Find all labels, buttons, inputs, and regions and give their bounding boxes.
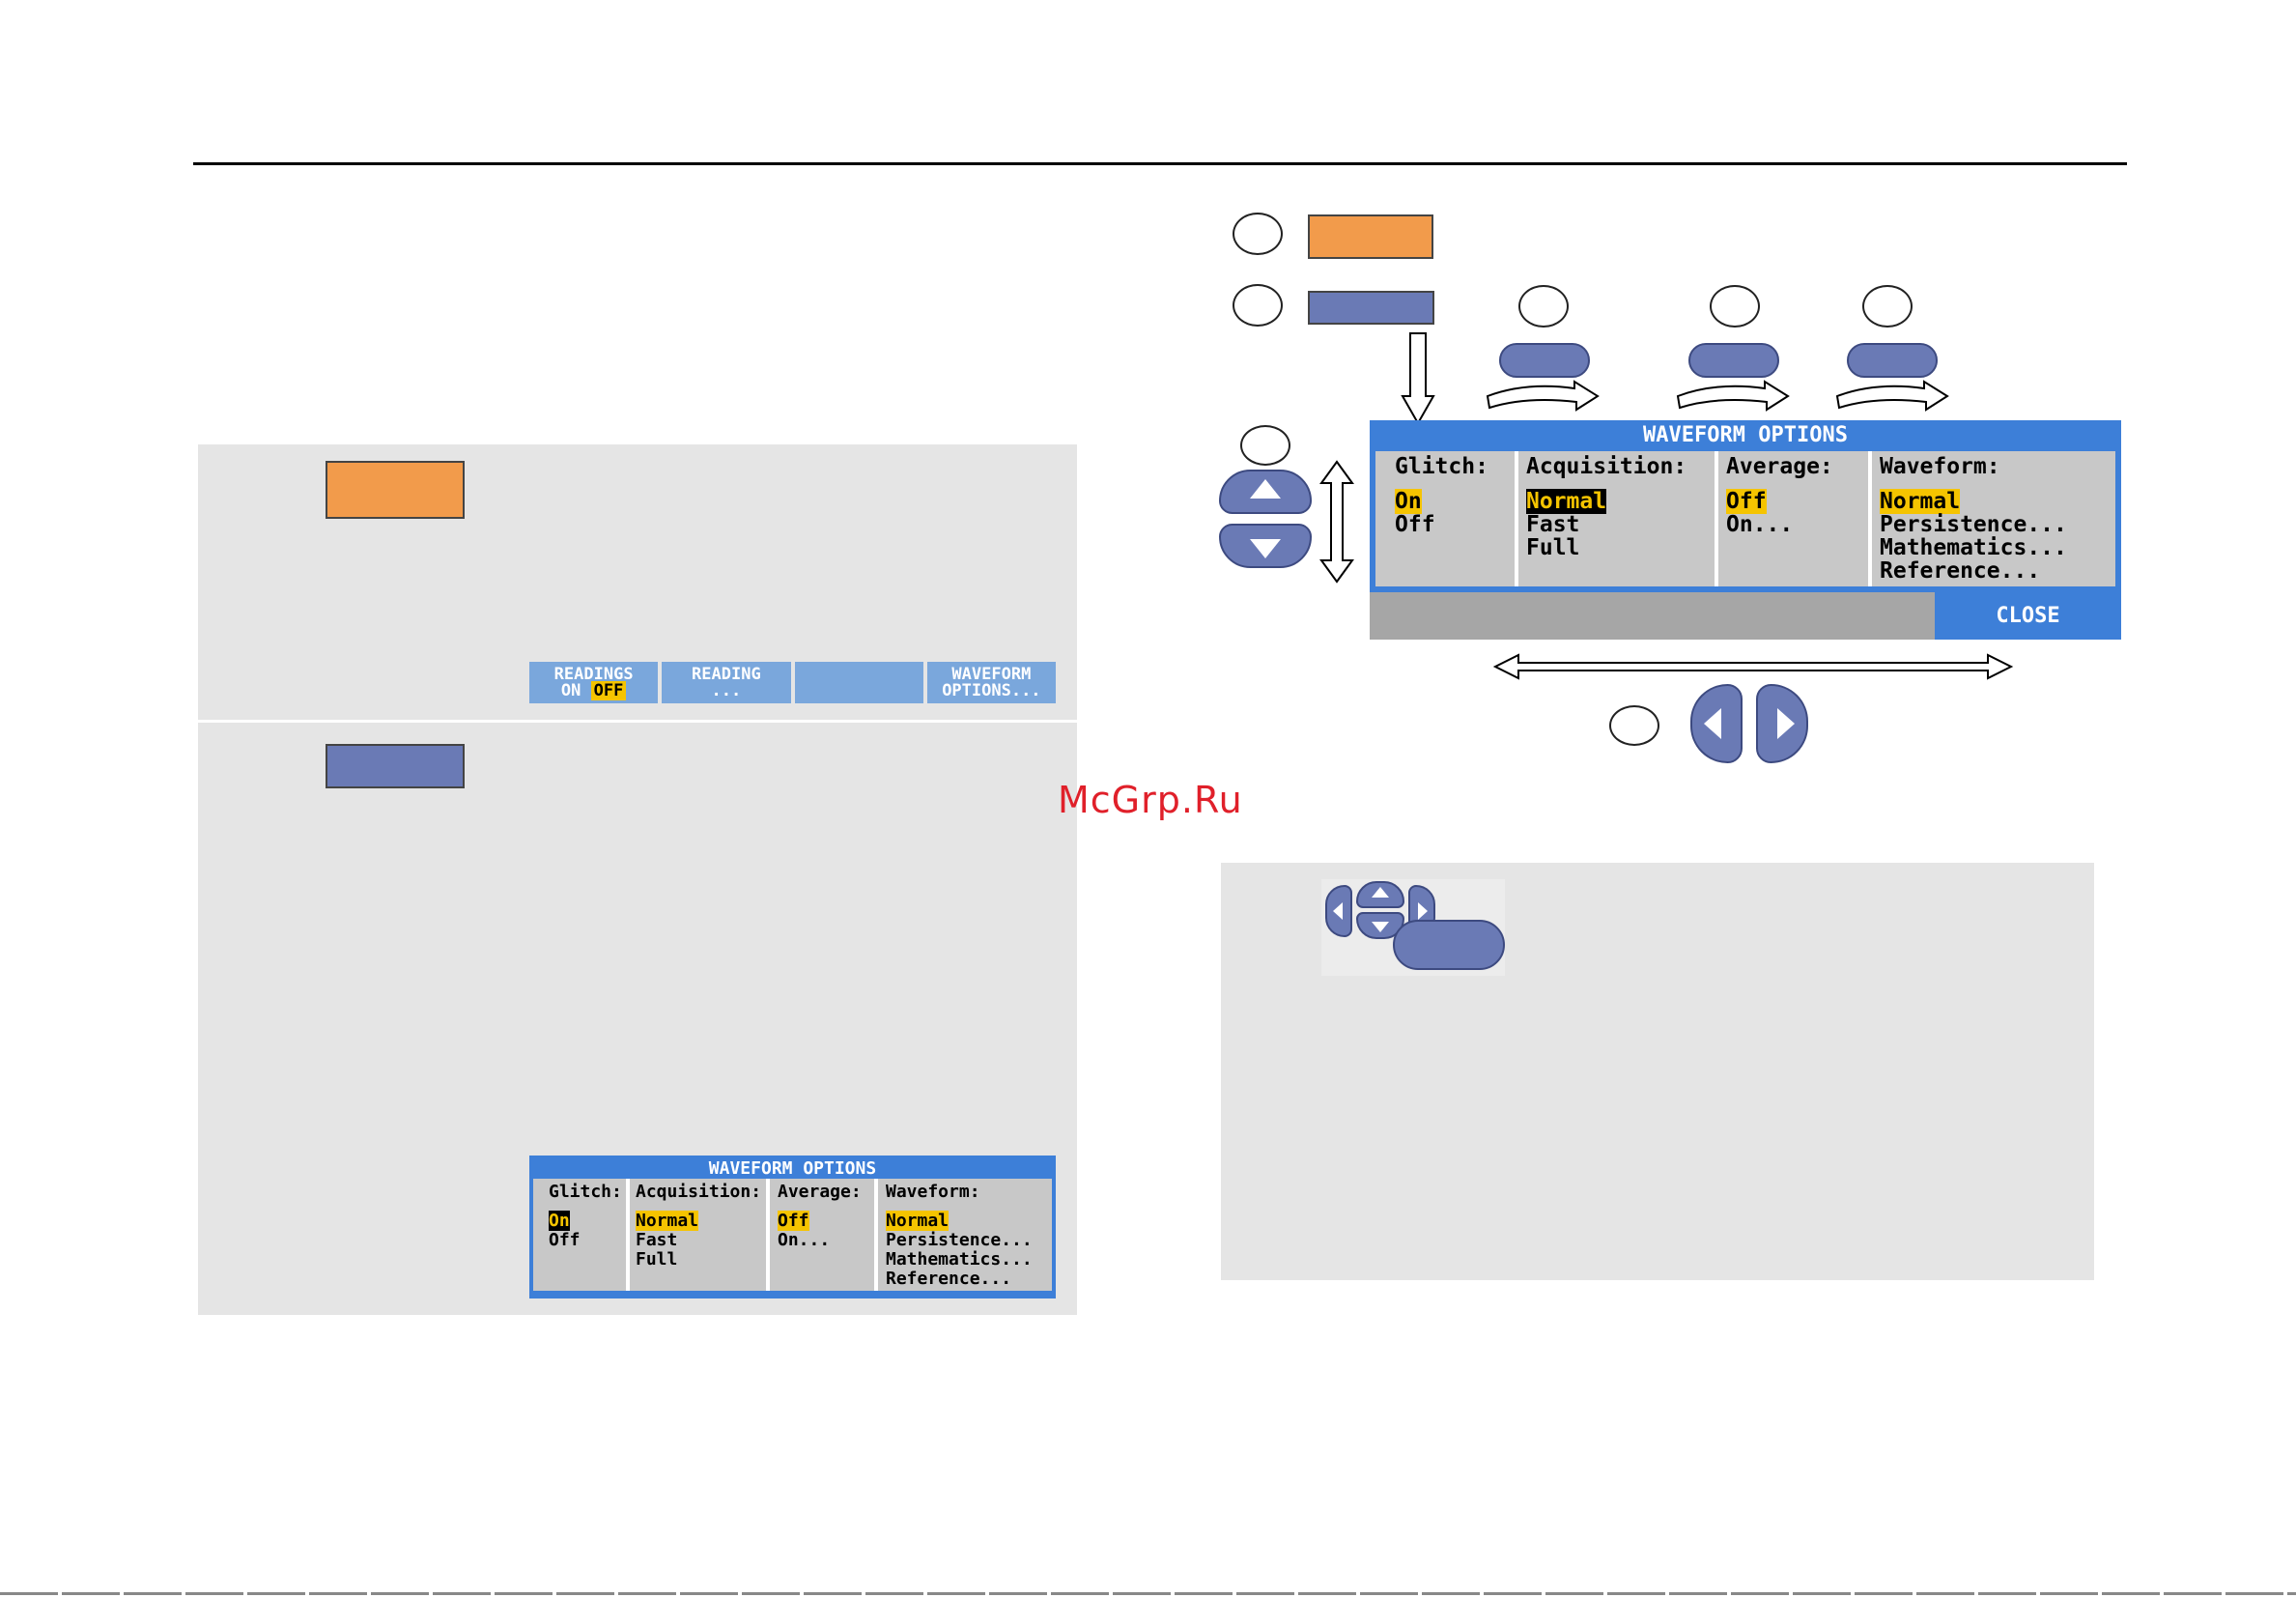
waveform-reference-option[interactable]: Reference... xyxy=(1880,558,2041,584)
glitch-column: Glitch: On Off xyxy=(1375,451,1518,586)
menu-title: WAVEFORM OPTIONS xyxy=(533,1159,1052,1179)
watermark: McGrp.Ru xyxy=(1058,779,1243,821)
acquisition-column: Acquisition: Normal Fast Full xyxy=(630,1179,770,1291)
softkey-waveform-options[interactable]: WAVEFORM OPTIONS... xyxy=(926,662,1056,703)
waveform-header: Waveform: xyxy=(1880,454,2000,479)
up-arrow-key[interactable] xyxy=(1219,470,1312,514)
softkey-label: ... xyxy=(711,681,742,700)
up-arrow-icon xyxy=(1250,479,1281,499)
down-arrow-key[interactable] xyxy=(1219,524,1312,568)
acquisition-normal-option[interactable]: Normal xyxy=(636,1211,699,1231)
glitch-on-option[interactable]: On xyxy=(1395,489,1422,514)
arrow-key-cluster xyxy=(1321,879,1505,976)
softkey-readings[interactable]: READINGS ON OFF xyxy=(529,662,659,703)
average-off-option[interactable]: Off xyxy=(778,1211,809,1231)
waveform-mathematics-option[interactable]: Mathematics... xyxy=(1880,535,2067,560)
softkey-blank[interactable] xyxy=(794,662,923,703)
glitch-column: Glitch: On Off xyxy=(533,1179,630,1291)
softkey-reading[interactable]: READING ... xyxy=(662,662,791,703)
average-column: Average: Off On... xyxy=(1718,451,1872,586)
softkey-label: READINGS xyxy=(553,665,634,684)
double-arrow-icon xyxy=(1401,332,1435,426)
waveform-column: Waveform: Normal Persistence... Mathemat… xyxy=(878,1179,1052,1291)
curved-arrow-icon xyxy=(1676,380,1790,412)
softkey-label: OPTIONS... xyxy=(942,681,1041,700)
waveform-normal-option[interactable]: Normal xyxy=(1880,489,1961,514)
acquisition-fast-option[interactable]: Fast xyxy=(1526,512,1580,537)
menu-footer-gray xyxy=(1370,592,1935,640)
acquisition-column: Acquisition: Normal Fast Full xyxy=(1518,451,1718,586)
waveform-options-menu: WAVEFORM OPTIONS Glitch: On Off Acquisit… xyxy=(1370,420,2121,640)
enter-key[interactable] xyxy=(1393,920,1505,970)
waveform-persistence-option[interactable]: Persistence... xyxy=(886,1230,1033,1250)
step-circle-6 xyxy=(1240,425,1290,466)
step-circle-2 xyxy=(1233,284,1283,327)
menu-title: WAVEFORM OPTIONS xyxy=(1370,420,2121,451)
average-on-option[interactable]: On... xyxy=(778,1230,831,1250)
softkey-label: ON xyxy=(560,681,581,700)
right-arrow-key[interactable] xyxy=(1756,684,1808,763)
down-arrow-icon xyxy=(1250,539,1281,558)
acquisition-header: Acquisition: xyxy=(1526,454,1687,479)
waveform-reference-option[interactable]: Reference... xyxy=(886,1269,1012,1289)
glitch-header: Glitch: xyxy=(1395,454,1488,479)
menu-footer: CLOSE xyxy=(1370,592,2121,640)
waveform-header: Waveform: xyxy=(886,1182,980,1202)
average-on-option[interactable]: On... xyxy=(1726,512,1794,537)
menu-body: Glitch: On Off Acquisition: Normal Fast … xyxy=(1375,451,2115,586)
glitch-off-option[interactable]: Off xyxy=(549,1230,581,1250)
glitch-on-option[interactable]: On xyxy=(549,1211,570,1231)
function-key-f2[interactable] xyxy=(1688,343,1779,378)
waveform-options-menu-small: WAVEFORM OPTIONS Glitch: On Off Acquisit… xyxy=(529,1156,1056,1298)
blue-function-key-diagram[interactable] xyxy=(1308,291,1434,325)
waveform-persistence-option[interactable]: Persistence... xyxy=(1880,512,2067,537)
function-key-f3[interactable] xyxy=(1847,343,1938,378)
softkey-label: READING xyxy=(692,665,761,684)
down-arrow-icon xyxy=(1372,922,1389,932)
softkey-bar: READINGS ON OFF READING ... WAVEFORM OPT… xyxy=(529,662,1056,703)
glitch-header: Glitch: xyxy=(549,1182,622,1202)
cluster-left-key[interactable] xyxy=(1325,885,1352,937)
function-key-f1[interactable] xyxy=(1499,343,1590,378)
menu-body: Glitch: On Off Acquisition: Normal Fast … xyxy=(533,1179,1052,1291)
step-circle-5 xyxy=(1862,285,1913,328)
average-header: Average: xyxy=(1726,454,1833,479)
double-arrow-icon xyxy=(1492,653,2014,680)
acquisition-normal-option[interactable]: Normal xyxy=(1526,489,1607,514)
right-arrow-icon xyxy=(1777,708,1795,739)
step-circle-1 xyxy=(1233,213,1283,255)
softkey-label: WAVEFORM xyxy=(951,665,1032,684)
right-arrow-icon xyxy=(1418,902,1428,920)
footer-rule xyxy=(0,1592,2296,1595)
header-rule xyxy=(193,162,2127,165)
double-arrow-icon xyxy=(1319,460,1354,584)
curved-arrow-icon xyxy=(1835,380,1949,412)
average-header: Average: xyxy=(778,1182,862,1202)
acquisition-header: Acquisition: xyxy=(636,1182,762,1202)
off-highlight: OFF xyxy=(590,681,627,700)
curved-arrow-icon xyxy=(1486,380,1600,412)
waveform-normal-option[interactable]: Normal xyxy=(886,1211,950,1231)
cluster-up-key[interactable] xyxy=(1356,881,1404,908)
close-button[interactable]: CLOSE xyxy=(1996,604,2060,628)
acquisition-full-option[interactable]: Full xyxy=(1526,535,1580,560)
left-arrow-icon xyxy=(1333,902,1343,920)
average-off-option[interactable]: Off xyxy=(1726,489,1767,514)
step-circle-7 xyxy=(1609,705,1659,746)
orange-function-key[interactable] xyxy=(326,461,465,519)
orange-function-key-diagram[interactable] xyxy=(1308,214,1433,259)
up-arrow-icon xyxy=(1372,887,1389,898)
left-arrow-key[interactable] xyxy=(1690,684,1743,763)
acquisition-full-option[interactable]: Full xyxy=(636,1249,678,1270)
blue-function-key[interactable] xyxy=(326,744,465,788)
average-column: Average: Off On... xyxy=(770,1179,878,1291)
glitch-off-option[interactable]: Off xyxy=(1395,512,1435,537)
acquisition-fast-option[interactable]: Fast xyxy=(636,1230,678,1250)
step-circle-3 xyxy=(1518,285,1569,328)
waveform-column: Waveform: Normal Persistence... Mathemat… xyxy=(1872,451,2115,586)
left-arrow-icon xyxy=(1704,708,1721,739)
step-circle-4 xyxy=(1710,285,1760,328)
waveform-mathematics-option[interactable]: Mathematics... xyxy=(886,1249,1033,1270)
